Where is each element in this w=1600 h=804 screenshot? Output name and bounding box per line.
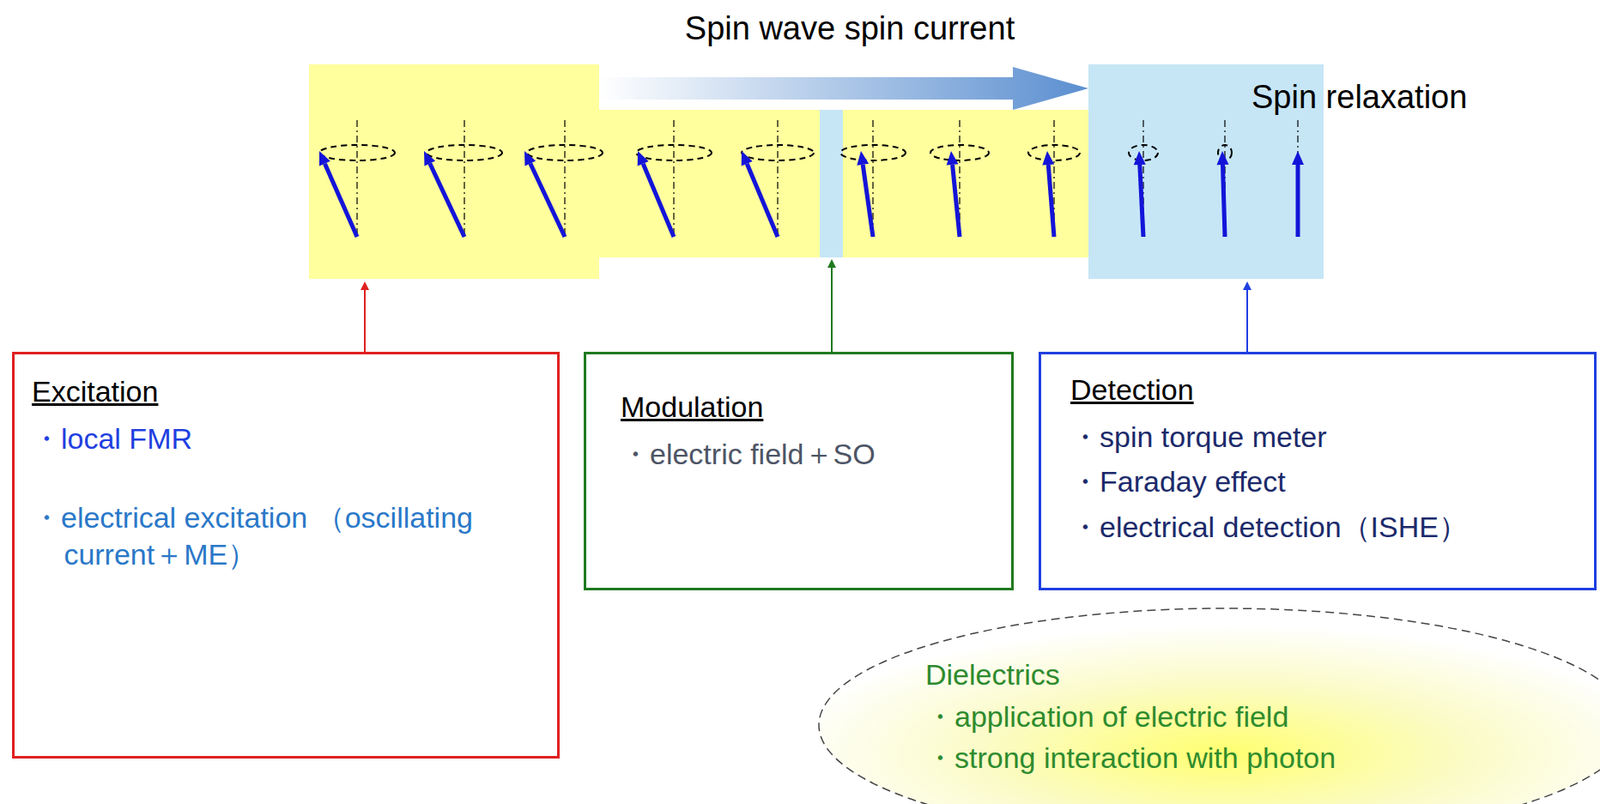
bullet-item: ・strong interaction with photon [925, 739, 1600, 777]
spin-vector [862, 164, 873, 237]
precession-orbit [1128, 145, 1158, 161]
spin-vector [1139, 164, 1144, 237]
precession-orbit [930, 145, 989, 161]
precession-orbit [741, 145, 814, 161]
title-text: Spin wave spin current [684, 10, 1015, 48]
precession-orbit [319, 145, 395, 161]
region-label: Spin relaxation [1251, 78, 1467, 116]
spin-vector [1222, 164, 1225, 237]
bullet-item: ・Faraday effect [1070, 463, 1582, 501]
detection-pointer [1246, 283, 1249, 352]
box-heading: Detection [1070, 371, 1582, 409]
bullet-item: ・application of electric field [925, 698, 1600, 736]
spin-vector [324, 163, 358, 237]
spin-arrowhead [741, 151, 753, 166]
spin-arrowhead [424, 151, 436, 166]
precession-orbit [840, 145, 906, 161]
spin-arrowhead [524, 151, 536, 166]
spin-arrowhead [1042, 151, 1055, 166]
bullet-item: ・spin torque meter [1070, 418, 1582, 456]
precession-orbit [636, 145, 712, 161]
spin-axis [356, 120, 358, 239]
ferromagnet-block [309, 64, 600, 279]
spin-arrowhead [856, 151, 869, 166]
box-heading: Excitation [31, 373, 540, 411]
precession-orbit [1028, 145, 1080, 161]
spin-vector [1048, 164, 1055, 237]
bullet-item: ・electric field＋SO [620, 436, 994, 473]
ellipse-border [818, 608, 1600, 804]
spin-vector [642, 163, 674, 237]
spin-vector [430, 163, 465, 237]
ferromagnet-strip [597, 109, 1091, 258]
bullet-item: ・electrical excitation （oscillating curr… [31, 499, 493, 573]
modulation-box: Modulation ・electric field＋SO [583, 351, 1014, 591]
excitation-box: Excitation ・local FMR ・electrical excitati… [12, 351, 560, 759]
spin-axis [1296, 120, 1298, 239]
precession-orbit [426, 145, 503, 161]
spin-arrowhead [946, 151, 959, 166]
spin-arrowhead [1133, 151, 1146, 165]
spin-arrowhead [1291, 151, 1304, 165]
bullet-item: ・local FMR [31, 420, 493, 458]
spin-current-arrow [599, 66, 1089, 110]
detection-box: Detection ・spin torque meter ・Faraday effe… [1038, 351, 1597, 591]
dielectrics-ellipse: Dielectrics ・application of electric fiel… [817, 605, 1600, 804]
spin-vector [530, 163, 565, 237]
spin-axis [563, 120, 565, 239]
box-heading: Dielectrics [925, 656, 1600, 694]
bullet-item: ・electrical detection（ISHE） [1070, 509, 1582, 546]
modulation-pointer [830, 260, 833, 352]
spin-vector [1296, 164, 1301, 237]
spin-axis [672, 120, 674, 239]
spin-vector [952, 164, 960, 237]
spin-arrowhead [1216, 151, 1229, 165]
spin-axis [776, 120, 778, 239]
spin-vector [746, 163, 778, 237]
excitation-pointer [363, 283, 366, 352]
modulation-region [819, 109, 843, 258]
spin-arrowhead [319, 151, 331, 166]
spin-arrowhead [637, 151, 649, 166]
spin-axis [463, 120, 465, 239]
precession-orbit [527, 145, 603, 161]
box-heading: Modulation [620, 388, 994, 426]
